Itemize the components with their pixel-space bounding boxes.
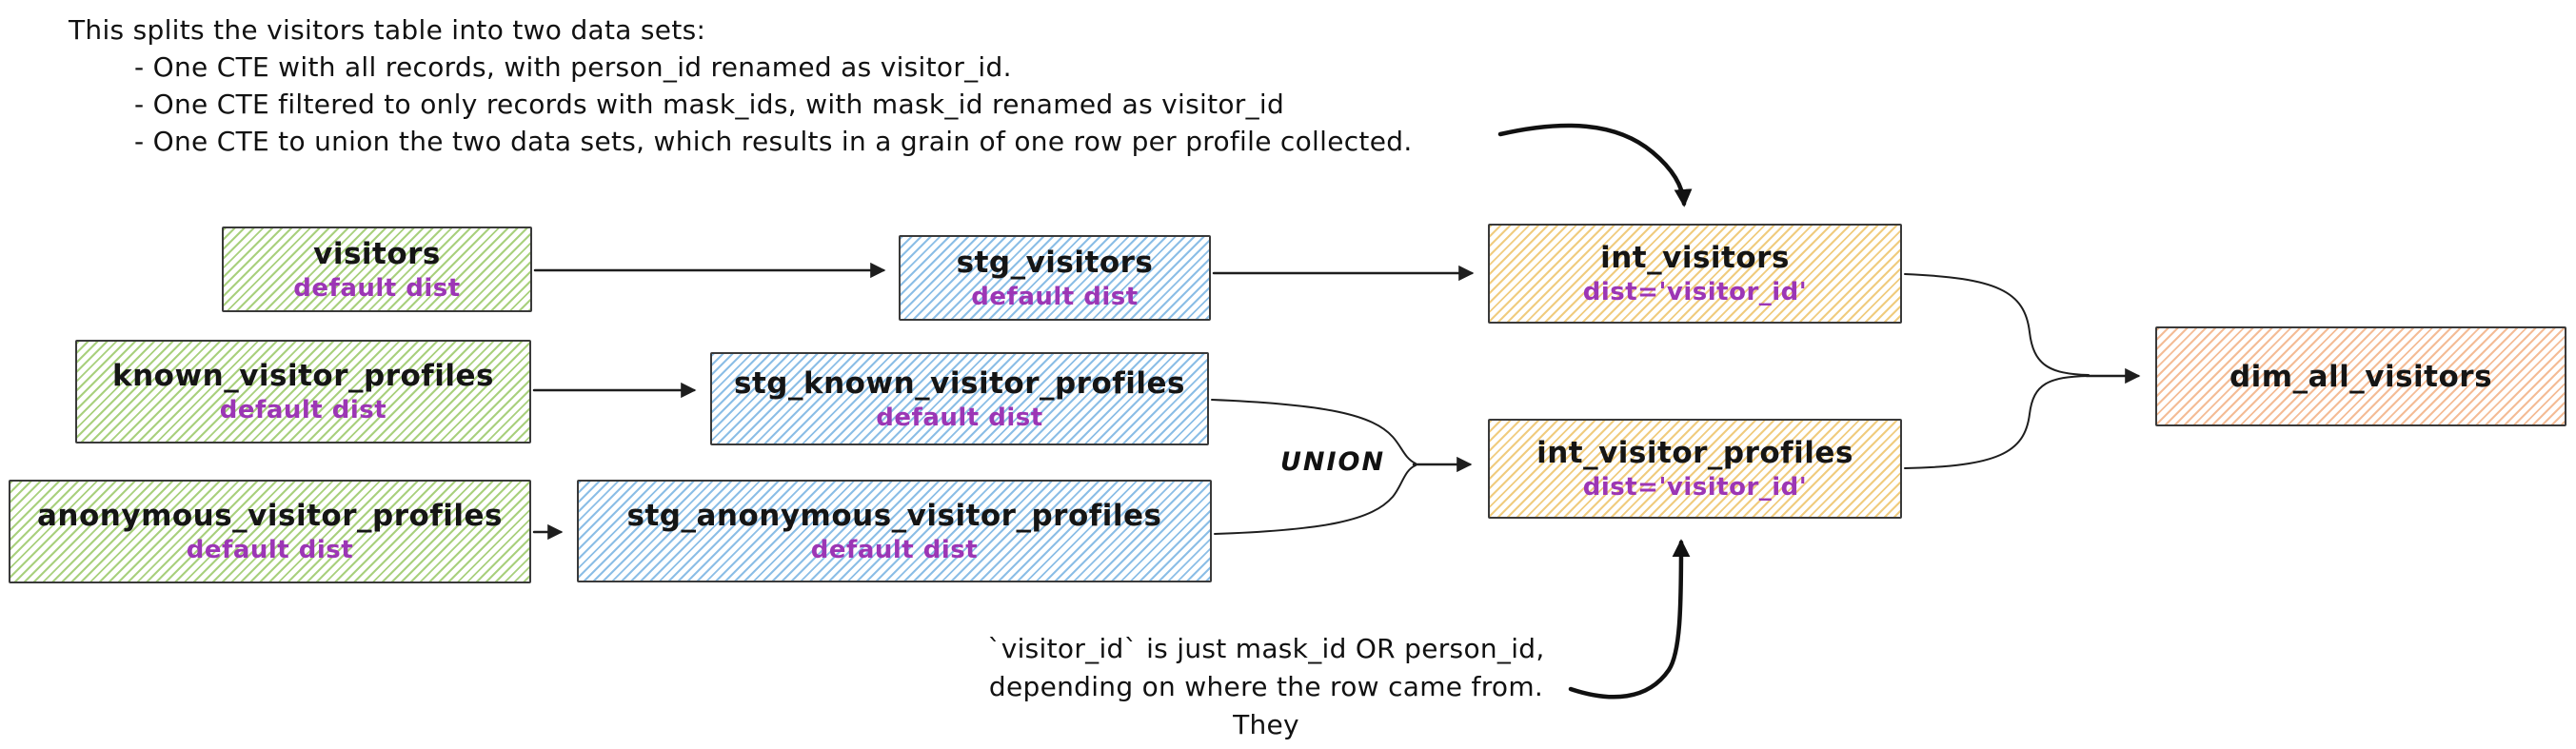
node-subtitle: default dist [186,536,354,564]
node-stg-known-visitor-profiles[interactable]: stg_known_visitor_profiles default dist [710,352,1209,445]
node-visitors[interactable]: visitors default dist [222,227,532,312]
node-title: stg_visitors [956,245,1154,280]
node-subtitle: default dist [810,535,979,564]
node-subtitle: default dist [293,273,461,303]
union-label: UNION [1279,447,1386,477]
node-subtitle: dist='visitor_id' [1582,278,1808,306]
node-title: stg_known_visitor_profiles [734,365,1185,401]
node-subtitle: default dist [876,403,1043,432]
node-known-visitor-profiles[interactable]: known_visitor_profiles default dist [75,340,531,443]
node-dim-all-visitors[interactable]: dim_all_visitors [2155,326,2566,426]
node-title: int_visitor_profiles [1536,436,1853,470]
bottom-annotation-line: are renamed to `visitor_id` before union… [961,744,1571,749]
line-int-visitor-profiles-to-merge [1904,375,2090,469]
node-title: anonymous_visitor_profiles [37,499,503,533]
node-title: stg_anonymous_visitor_profiles [626,498,1162,533]
node-title: known_visitor_profiles [112,359,494,393]
top-annotation: This splits the visitors table into two … [69,11,1413,160]
node-int-visitors[interactable]: int_visitors dist='visitor_id' [1488,224,1902,324]
node-title: int_visitors [1600,241,1790,275]
node-subtitle: default dist [219,396,387,424]
arrow-top-note-to-int-visitors [1497,123,1693,207]
node-anonymous-visitor-profiles[interactable]: anonymous_visitor_profiles default dist [9,480,531,583]
node-int-visitor-profiles[interactable]: int_visitor_profiles dist='visitor_id' [1488,419,1902,519]
top-annotation-line: - One CTE to union the two data sets, wh… [134,126,1413,157]
node-stg-anonymous-visitor-profiles[interactable]: stg_anonymous_visitor_profiles default d… [577,480,1212,582]
top-annotation-line: - One CTE filtered to only records with … [134,89,1285,120]
bottom-annotation-line: `visitor_id` is just mask_id OR person_i… [987,633,1545,664]
bottom-annotation: `visitor_id` is just mask_id OR person_i… [961,630,1571,749]
top-annotation-line: - One CTE with all records, with person_… [134,51,1012,83]
node-subtitle: default dist [971,282,1139,311]
node-stg-visitors[interactable]: stg_visitors default dist [899,235,1211,321]
bottom-annotation-line: depending on where the row came from. Th… [988,671,1544,740]
top-annotation-line: This splits the visitors table into two … [69,14,706,46]
node-title: dim_all_visitors [2229,359,2493,394]
line-int-visitors-to-merge [1904,273,2090,376]
node-subtitle: dist='visitor_id' [1582,473,1808,502]
node-title: visitors [313,236,441,271]
arrow-bottom-note-to-int-visitor-profiles [1568,539,1691,700]
